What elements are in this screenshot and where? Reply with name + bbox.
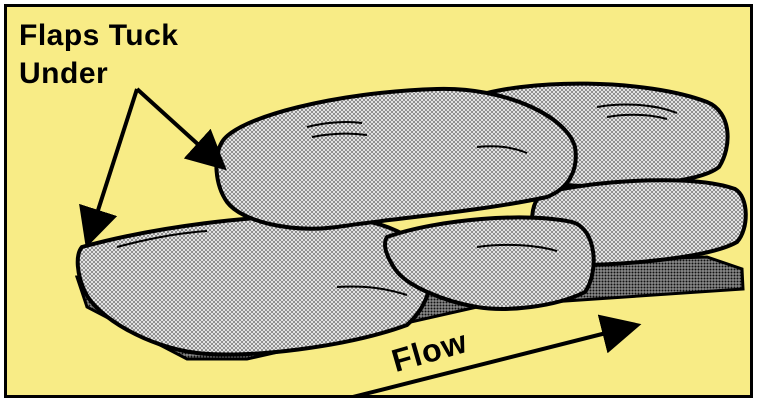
callout-label-line-1: Flaps Tuck (19, 21, 178, 51)
sandbag-lower-left (78, 216, 431, 354)
sandbag-top-front (216, 89, 575, 229)
callout-label-line-2: Under (19, 59, 108, 89)
diagram-frame: Flaps Tuck Under Flow (4, 4, 753, 398)
callout-arrow-upper (137, 89, 212, 157)
flow-arrow (337, 329, 622, 398)
bags-illustration (7, 7, 753, 398)
callout-arrow-lower (92, 89, 137, 229)
